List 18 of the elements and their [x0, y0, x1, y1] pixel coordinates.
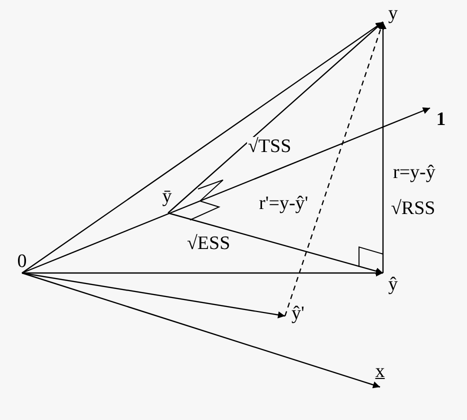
point-label: ŷ': [287, 304, 309, 330]
vector-arrow: [168, 212, 384, 274]
edge-label: r'=y-ŷ': [258, 194, 310, 213]
point-label: ȳ: [158, 187, 176, 213]
dashed-arrow: [284, 22, 384, 316]
vector-arrow: [22, 272, 380, 388]
vector-arrow: [380, 22, 386, 273]
edge-label: r=y-ŷ: [392, 163, 436, 182]
vector-arrow: [22, 270, 383, 276]
point-label: y: [385, 4, 401, 22]
vector-arrow: [22, 22, 384, 274]
vector-arrow: [168, 22, 384, 214]
point-label: x: [372, 362, 388, 387]
vector-arrow: [22, 107, 430, 274]
vector-arrow: [22, 272, 286, 318]
point-label: 1: [432, 110, 450, 134]
point-label: 0: [14, 252, 30, 273]
point-label: ŷ: [384, 275, 402, 301]
